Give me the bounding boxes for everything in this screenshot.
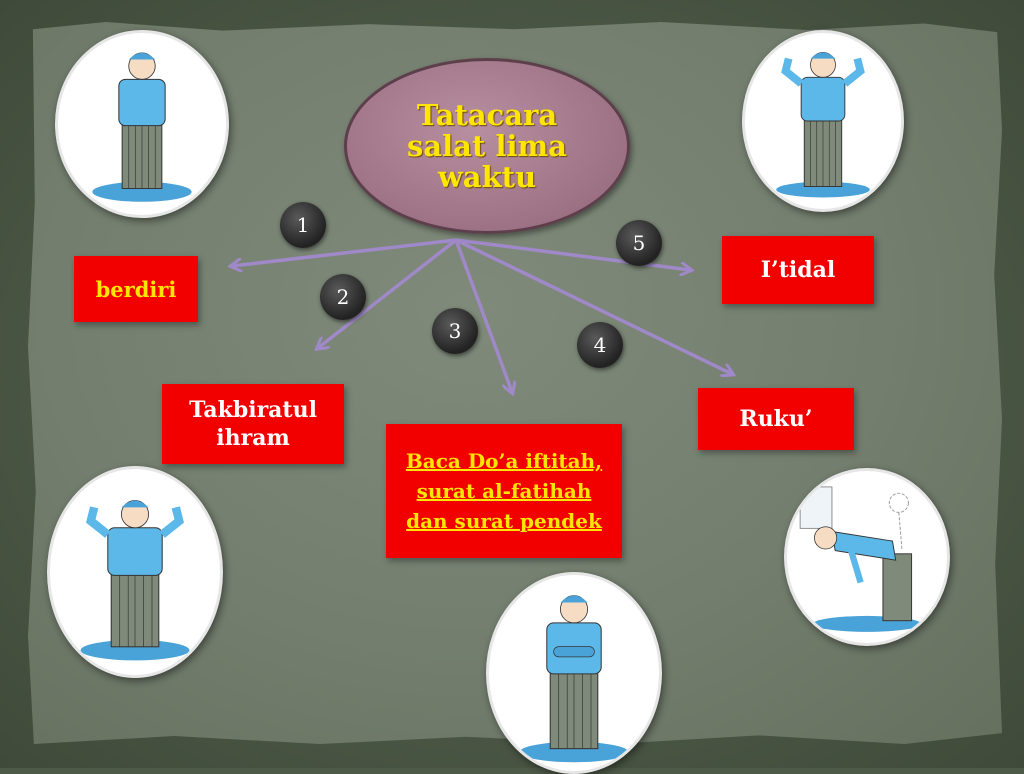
step-badge-2: 2: [320, 274, 366, 320]
label-takbiratul-ihram: Takbiratul ihram: [162, 384, 344, 464]
label-berdiri: berdiri: [74, 256, 198, 322]
ruku-figure-icon: [784, 468, 950, 646]
label-itidal: I’tidal: [722, 236, 874, 304]
arrow-to-berdiri: [232, 240, 456, 266]
label-baca-doa: Baca Do’a iftitah, surat al-fatihah dan …: [386, 424, 622, 558]
step-badge-4: 4: [577, 322, 623, 368]
step-badge-3: 3: [432, 308, 478, 354]
step-badge-1: 1: [280, 202, 326, 248]
standing-figure-icon: [55, 30, 229, 218]
qiyam-figure-icon: [486, 572, 662, 774]
diagram-title: Tatacara salat lima waktu: [397, 100, 577, 193]
label-ruku: Ruku’: [698, 388, 854, 450]
takbir-figure-icon: [47, 466, 223, 678]
itidal-figure-icon: [742, 30, 904, 212]
title-oval: Tatacara salat lima waktu: [344, 58, 630, 234]
step-badge-5: 5: [616, 220, 662, 266]
